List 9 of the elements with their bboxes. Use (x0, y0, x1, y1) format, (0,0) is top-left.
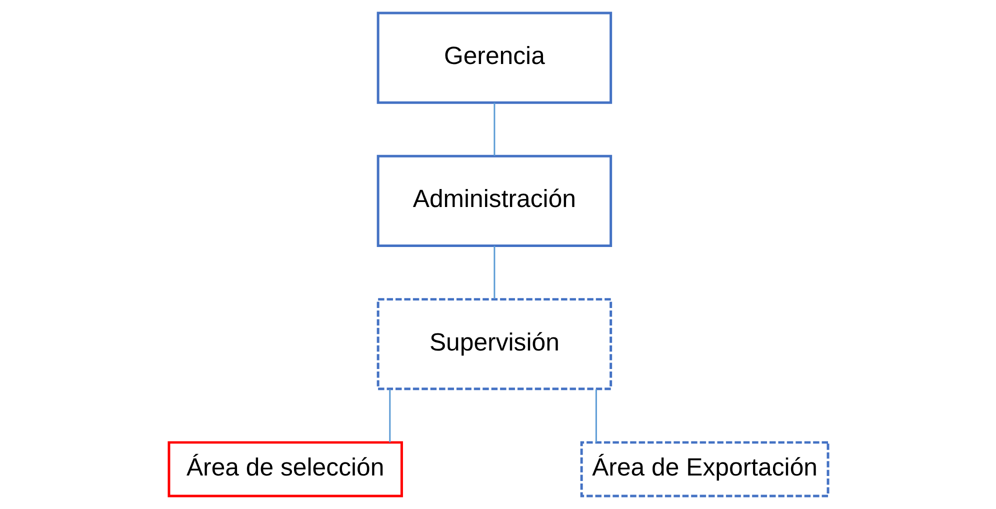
connector (594, 389, 596, 442)
connector (388, 389, 390, 442)
node-box: Área de selección (167, 441, 402, 498)
connector (493, 246, 495, 299)
node-box: Administración (376, 154, 612, 248)
node-box: Área de Exportación (580, 441, 829, 498)
node-box: Supervisión (376, 298, 612, 390)
connector (493, 102, 495, 156)
node-box: Gerencia (376, 12, 612, 104)
